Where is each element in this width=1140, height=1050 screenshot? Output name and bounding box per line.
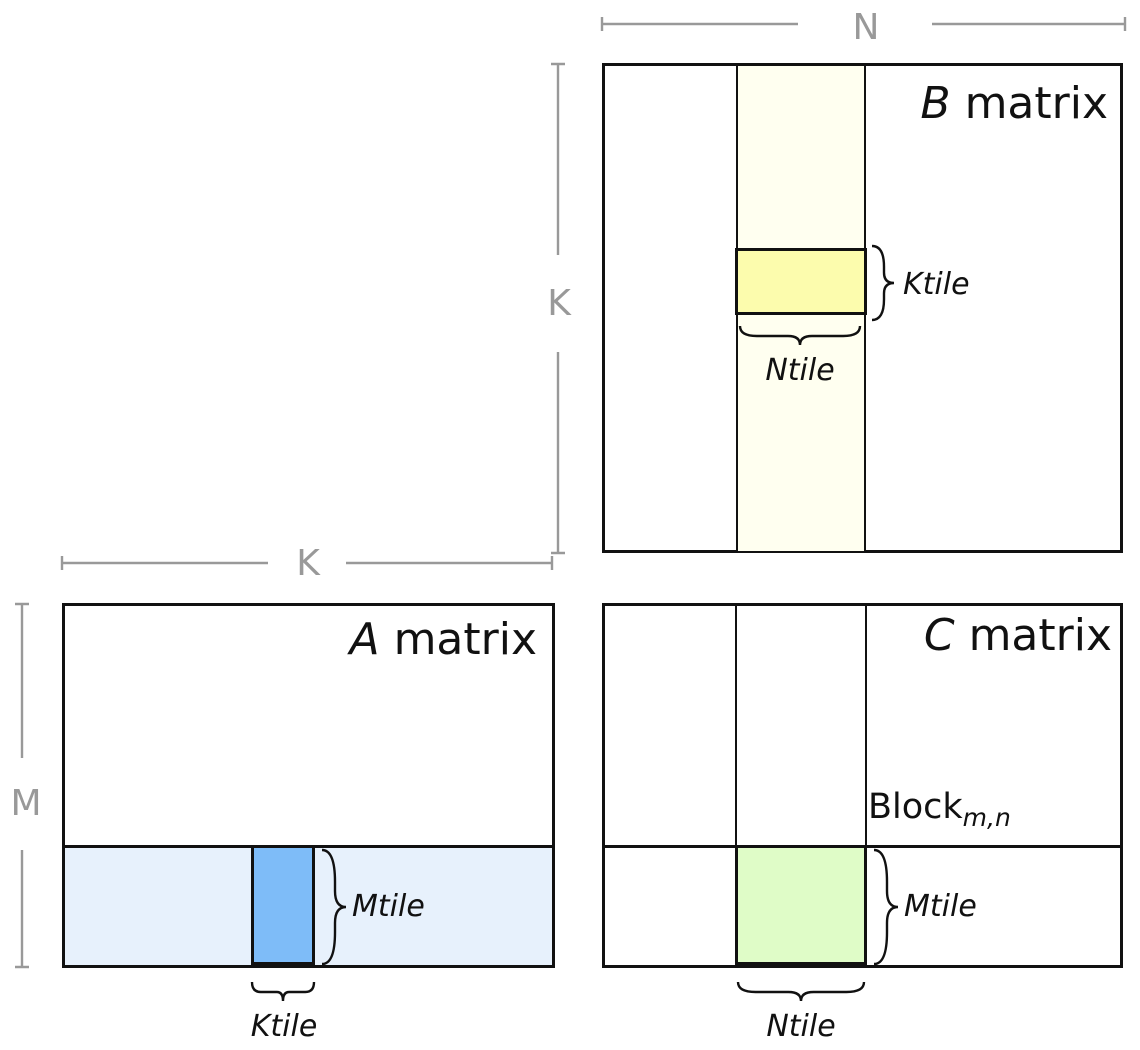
a-ktile-underbrace xyxy=(250,981,316,1002)
c-matrix-letter: C xyxy=(923,610,955,661)
b-ktile-rect xyxy=(735,248,867,315)
c-ntile-underbrace xyxy=(736,981,866,1002)
b-matrix-word: matrix xyxy=(964,78,1108,129)
b-ktile-label: Ktile xyxy=(903,267,970,302)
c-block-label: Blockm,n xyxy=(868,787,1011,832)
c-column-left-line xyxy=(735,606,737,845)
b-matrix-letter: B xyxy=(920,78,951,129)
c-block-label-subscript: m,n xyxy=(962,803,1011,832)
b-ntile-label: Ntile xyxy=(765,353,835,388)
a-matrix-title: A matrix xyxy=(349,614,537,665)
b-matrix-title: B matrix xyxy=(920,78,1108,129)
m-dimension-label: M xyxy=(10,783,42,824)
a-ktile-label: Ktile xyxy=(250,1009,318,1044)
c-matrix-title: C matrix xyxy=(923,610,1112,661)
k-dimension-label-horizontal: K xyxy=(296,543,320,584)
a-matrix-letter: A xyxy=(349,614,380,665)
c-block-label-base: Block xyxy=(868,787,963,827)
k-dimension-label-vertical: K xyxy=(547,283,571,324)
c-ntile-label: Ntile xyxy=(766,1009,836,1044)
n-dimension-label: N xyxy=(852,7,880,48)
c-mtile-label: Mtile xyxy=(904,889,977,924)
c-matrix-word: matrix xyxy=(968,610,1112,661)
a-mtile-label: Mtile xyxy=(352,889,425,924)
c-column-right-line xyxy=(865,606,867,845)
c-block-rect xyxy=(735,845,867,965)
a-matrix-word: matrix xyxy=(393,614,537,665)
a-ktile-rect xyxy=(251,845,315,965)
